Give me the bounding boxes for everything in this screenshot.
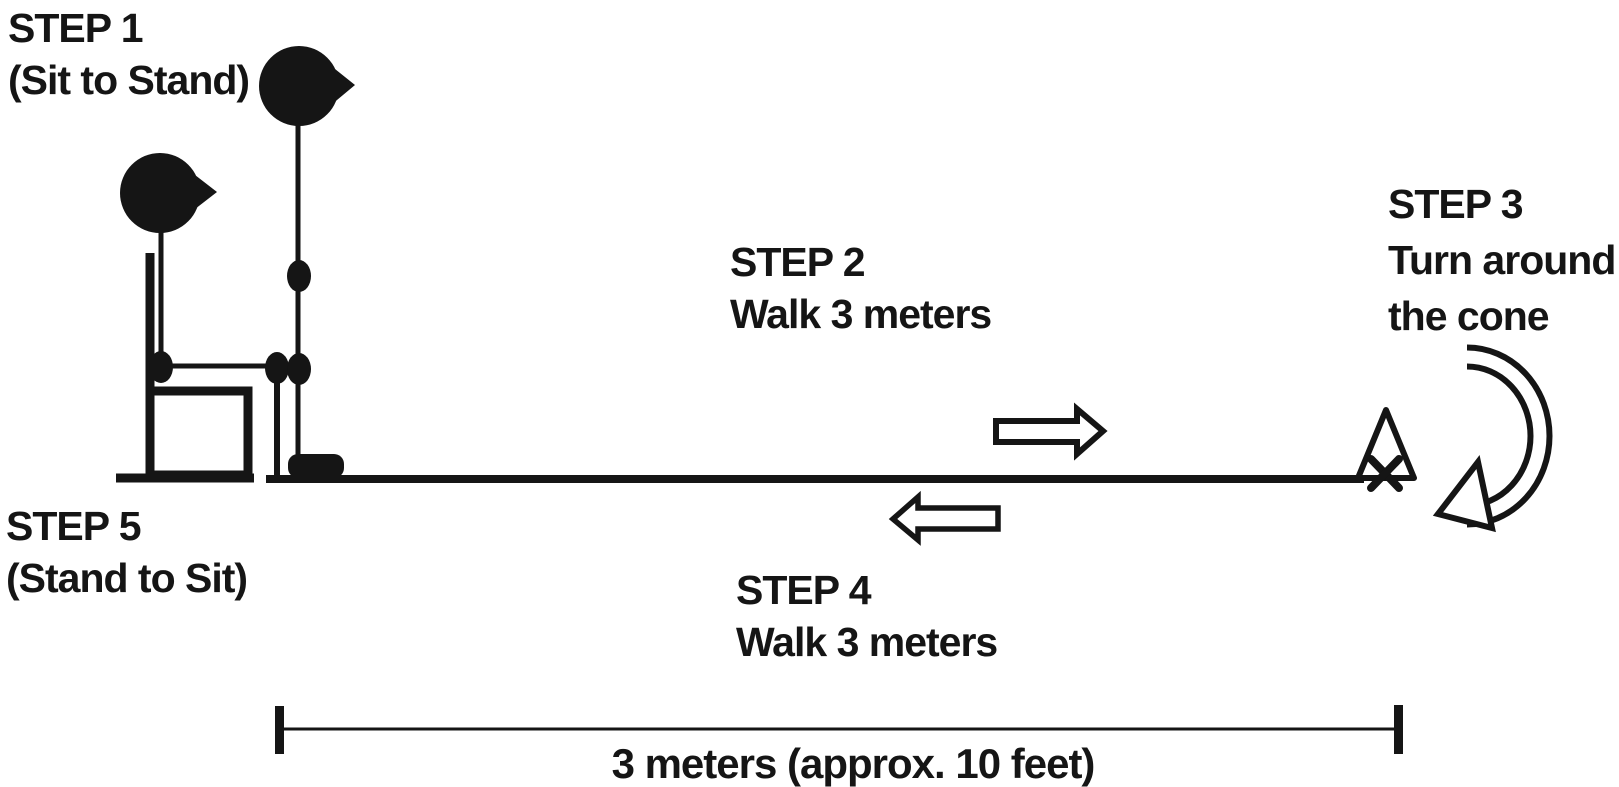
step4-label: STEP 4 Walk 3 meters — [736, 564, 998, 668]
step5-title: STEP 5 — [6, 503, 142, 549]
walk-right-arrow-icon — [993, 402, 1108, 461]
step2-label: STEP 2 Walk 3 meters — [730, 236, 992, 340]
measurement-scale — [275, 705, 1403, 754]
step4-title: STEP 4 — [736, 567, 872, 613]
cone-icon — [1355, 407, 1417, 492]
standing-person-icon — [259, 46, 355, 478]
step1-title: STEP 1 — [8, 5, 144, 51]
step3-line2: Turn around — [1388, 237, 1616, 283]
step3-label: STEP 3 Turn around the cone — [1388, 176, 1616, 344]
step3-title: STEP 3 — [1388, 181, 1524, 227]
step2-subtitle: Walk 3 meters — [730, 291, 992, 337]
seated-person-icon — [120, 153, 289, 480]
walk-left-arrow-icon — [888, 490, 1001, 546]
step5-subtitle: (Stand to Sit) — [6, 555, 248, 601]
step4-subtitle: Walk 3 meters — [736, 619, 998, 665]
step1-subtitle: (Sit to Stand) — [8, 57, 250, 103]
step3-line3: the cone — [1388, 293, 1550, 339]
step1-label: STEP 1 (Sit to Stand) — [8, 2, 250, 106]
measurement-label: 3 meters (approx. 10 feet) — [611, 740, 1096, 787]
turn-arrow-icon — [1432, 344, 1553, 533]
step5-label: STEP 5 (Stand to Sit) — [6, 500, 248, 604]
step2-title: STEP 2 — [730, 239, 866, 285]
